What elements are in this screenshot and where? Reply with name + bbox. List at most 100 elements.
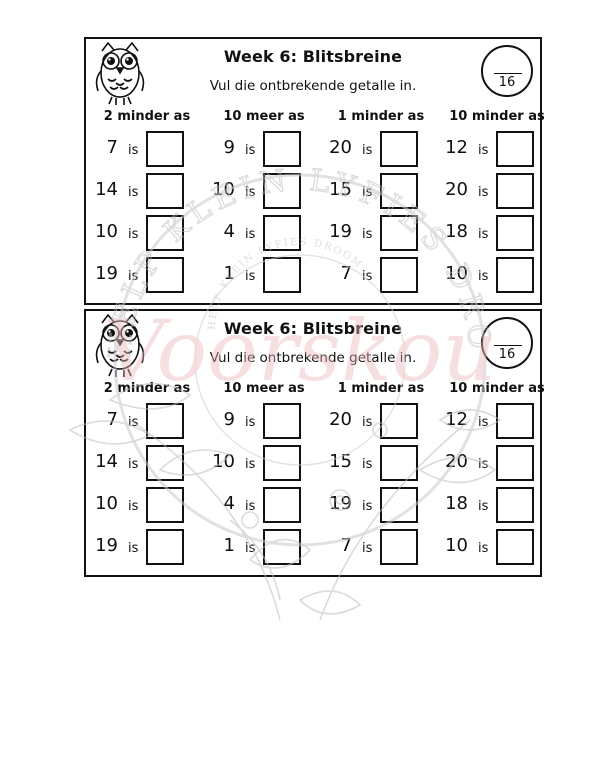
question-row: 7 is bbox=[326, 529, 436, 567]
question-number: 1 bbox=[223, 263, 235, 284]
answer-box[interactable] bbox=[380, 487, 418, 523]
answer-box[interactable] bbox=[380, 257, 418, 293]
question-number: 10 bbox=[95, 493, 118, 514]
owl-icon bbox=[95, 41, 145, 105]
is-label: is bbox=[362, 269, 373, 284]
question-number: 7 bbox=[340, 535, 352, 556]
is-label: is bbox=[478, 185, 489, 200]
question-number: 7 bbox=[340, 263, 352, 284]
is-label: is bbox=[362, 541, 373, 556]
worksheet-instruction: Vul die ontbrekende getalle in. bbox=[209, 350, 417, 366]
answer-box[interactable] bbox=[496, 445, 534, 481]
answer-box[interactable] bbox=[496, 131, 534, 167]
worksheet-card-2: Week 6: Blitsbreine Vul die ontbrekende … bbox=[84, 309, 545, 577]
column-header: 10 meer as bbox=[223, 109, 305, 124]
score-circle: 16 bbox=[481, 317, 533, 369]
is-label: is bbox=[478, 143, 489, 158]
is-label: is bbox=[128, 143, 139, 158]
question-number: 10 bbox=[212, 451, 235, 472]
answer-box[interactable] bbox=[263, 215, 301, 251]
is-label: is bbox=[128, 269, 139, 284]
question-row: 7 is bbox=[326, 257, 436, 295]
answer-box[interactable] bbox=[146, 487, 184, 523]
question-number: 12 bbox=[445, 137, 468, 158]
is-label: is bbox=[245, 541, 256, 556]
question-number: 9 bbox=[223, 137, 235, 158]
column-header: 10 meer as bbox=[223, 381, 305, 396]
answer-box[interactable] bbox=[146, 173, 184, 209]
is-label: is bbox=[245, 457, 256, 472]
worksheet-instruction: Vul die ontbrekende getalle in. bbox=[209, 78, 417, 94]
answer-box[interactable] bbox=[496, 257, 534, 293]
question-number: 19 bbox=[329, 221, 352, 242]
answer-box[interactable] bbox=[263, 403, 301, 439]
question-number: 12 bbox=[445, 409, 468, 430]
question-number: 9 bbox=[223, 409, 235, 430]
answer-box[interactable] bbox=[263, 257, 301, 293]
answer-box[interactable] bbox=[263, 487, 301, 523]
question-row: 12 is bbox=[442, 403, 552, 441]
answer-box[interactable] bbox=[496, 487, 534, 523]
worksheet-title: Week 6: Blitsbreine bbox=[223, 319, 403, 338]
answer-box[interactable] bbox=[263, 173, 301, 209]
question-number: 4 bbox=[223, 221, 235, 242]
question-number: 20 bbox=[329, 137, 352, 158]
is-label: is bbox=[128, 499, 139, 514]
answer-box[interactable] bbox=[380, 131, 418, 167]
score-total: 16 bbox=[498, 347, 516, 362]
answer-box[interactable] bbox=[146, 403, 184, 439]
question-row: 12 is bbox=[442, 131, 552, 169]
question-number: 4 bbox=[223, 493, 235, 514]
question-number: 10 bbox=[95, 221, 118, 242]
worksheet-title: Week 6: Blitsbreine bbox=[223, 47, 403, 66]
is-label: is bbox=[362, 457, 373, 472]
answer-box[interactable] bbox=[380, 215, 418, 251]
question-number: 18 bbox=[445, 493, 468, 514]
answer-box[interactable] bbox=[496, 215, 534, 251]
answer-box[interactable] bbox=[380, 173, 418, 209]
answer-box[interactable] bbox=[496, 403, 534, 439]
answer-box[interactable] bbox=[380, 445, 418, 481]
answer-box[interactable] bbox=[263, 445, 301, 481]
question-number: 1 bbox=[223, 535, 235, 556]
is-label: is bbox=[478, 415, 489, 430]
question-number: 19 bbox=[95, 535, 118, 556]
question-number: 19 bbox=[95, 263, 118, 284]
is-label: is bbox=[128, 185, 139, 200]
answer-box[interactable] bbox=[380, 529, 418, 565]
answer-box[interactable] bbox=[263, 529, 301, 565]
question-row: 4 is bbox=[209, 215, 319, 253]
answer-box[interactable] bbox=[496, 173, 534, 209]
is-label: is bbox=[245, 185, 256, 200]
question-number: 20 bbox=[445, 179, 468, 200]
answer-box[interactable] bbox=[263, 131, 301, 167]
is-label: is bbox=[362, 227, 373, 242]
answer-box[interactable] bbox=[146, 529, 184, 565]
question-row: 19 is bbox=[326, 215, 436, 253]
answer-box[interactable] bbox=[146, 445, 184, 481]
answer-box[interactable] bbox=[146, 257, 184, 293]
answer-box[interactable] bbox=[146, 131, 184, 167]
score-circle: 16 bbox=[481, 45, 533, 97]
answer-box[interactable] bbox=[380, 403, 418, 439]
is-label: is bbox=[478, 541, 489, 556]
answer-box[interactable] bbox=[496, 529, 534, 565]
is-label: is bbox=[245, 499, 256, 514]
answer-box[interactable] bbox=[146, 215, 184, 251]
is-label: is bbox=[245, 227, 256, 242]
